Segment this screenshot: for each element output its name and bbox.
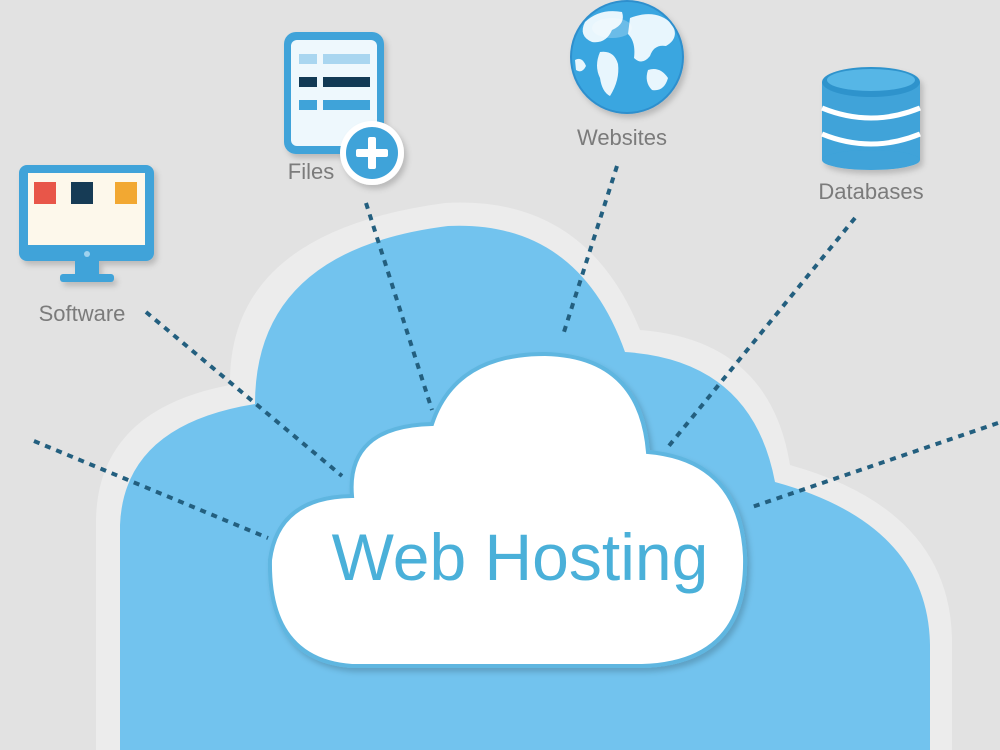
node-label-software: Software — [39, 301, 126, 326]
node-label-websites: Websites — [577, 125, 667, 150]
node-software: Software — [19, 165, 154, 326]
diagram-title: Web Hosting — [332, 520, 709, 594]
connector-websites — [561, 165, 619, 336]
monitor-icon — [19, 165, 154, 282]
node-label-files: Files — [288, 159, 334, 184]
connector-databases — [666, 216, 857, 449]
node-files: Files — [284, 32, 404, 185]
node-websites: Websites — [570, 0, 684, 150]
node-label-databases: Databases — [818, 179, 923, 204]
globe-icon — [570, 0, 684, 114]
database-icon — [821, 67, 921, 170]
connector-files — [364, 202, 434, 411]
inner-cloud — [267, 351, 748, 668]
document-plus-icon — [284, 32, 404, 185]
connector-right-edge — [751, 421, 999, 509]
node-databases: Databases — [818, 67, 924, 204]
connectors — [33, 165, 999, 540]
